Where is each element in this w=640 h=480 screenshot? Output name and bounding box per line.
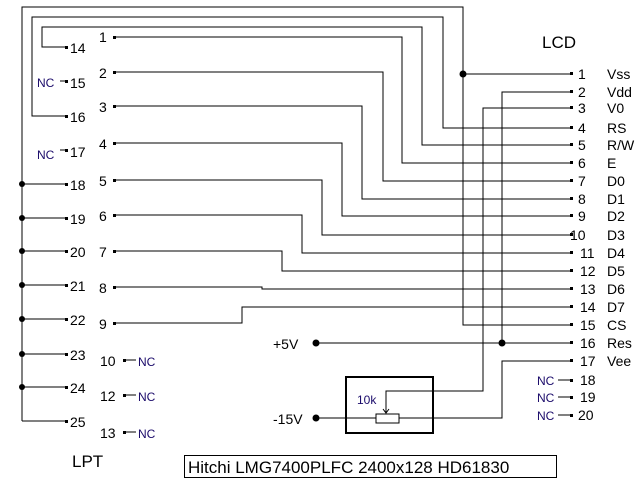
lcd-pin-num: 6: [578, 155, 586, 171]
lcd-pin-name: D3: [607, 227, 625, 243]
lpt-pin-num: 21: [70, 278, 86, 294]
lpt-pin-num: 15: [70, 75, 86, 91]
lpt-pin-num: 22: [70, 312, 86, 328]
lcd-pin-name: D7: [607, 299, 625, 315]
lpt-pin-num: 4: [99, 136, 107, 152]
lcd-pin-name: D6: [607, 281, 625, 297]
lpt-pin-num: 9: [99, 316, 107, 332]
lcd-pin-num: 4: [578, 120, 586, 136]
lcd-pin-name: Vdd: [607, 84, 632, 100]
lcd-pin-name: D0: [607, 173, 625, 189]
lcd-pin-num: 15: [580, 317, 596, 333]
lcd-title: LCD: [542, 33, 576, 52]
nc-label: NC: [37, 76, 55, 90]
nc-label: NC: [537, 374, 555, 388]
lcd-pin-num: 14: [580, 299, 596, 315]
minus15v-terminal: [312, 414, 320, 422]
lcd-pin-name: D5: [607, 263, 625, 279]
pot-value: 10k: [357, 393, 377, 407]
lcd-pin-name: RS: [607, 120, 626, 136]
lpt-pin-num: 2: [99, 65, 107, 81]
lcd-pin-num: 17: [580, 353, 596, 369]
lcd-pin-num: 2: [578, 84, 586, 100]
lcd-pin-name: R/W: [607, 137, 635, 153]
lcd-pin-num: 13: [580, 281, 596, 297]
lpt-pin-num: 16: [70, 109, 86, 125]
caption: Hitchi LMG7400PLFC 2400x128 HD61830: [188, 458, 509, 477]
lcd-pin-name: D1: [607, 191, 625, 207]
nc-label: NC: [138, 390, 156, 404]
caption-box: Hitchi LMG7400PLFC 2400x128 HD61830: [184, 455, 557, 478]
lcd-pin-num: 11: [580, 245, 595, 261]
lcd-pin-num: 9: [578, 208, 586, 224]
lcd-pin-num: 16: [580, 335, 596, 351]
lcd-pin-name: Vee: [607, 353, 631, 369]
lcd-pin-num: 8: [578, 191, 586, 207]
lpt-pin-num: 14: [70, 40, 86, 56]
junctions: [19, 70, 506, 422]
potentiometer: 10k: [345, 376, 434, 434]
lcd-pin-name: D2: [607, 208, 625, 224]
lcd-pin-name: Res: [607, 335, 632, 351]
lpt-title: LPT: [72, 452, 103, 471]
lpt-pin-num: 17: [70, 144, 86, 160]
lcd-pin-num: 12: [580, 263, 596, 279]
lcd-pin-num: 1: [578, 66, 586, 82]
nc-label: NC: [37, 148, 55, 162]
nc-label: NC: [537, 409, 555, 423]
minus15v-label: -15V: [273, 411, 303, 427]
lcd-pin-num: 5: [578, 137, 586, 153]
lpt-pin-num: 18: [70, 177, 86, 193]
lcd-pin-num: 3: [578, 100, 586, 116]
lpt-pin-num: 13: [100, 425, 116, 441]
lpt-pin-num: 20: [70, 244, 86, 260]
lpt-pin-num: 25: [70, 414, 86, 430]
lcd-pin-num: 10: [570, 227, 586, 243]
lpt-pin-num: 6: [99, 208, 107, 224]
lpt-pin-num: 19: [70, 211, 86, 227]
nc-label: NC: [138, 427, 156, 441]
lpt-pin-num: 7: [99, 244, 107, 260]
nc-label: NC: [138, 355, 156, 369]
lcd-pin-name: E: [607, 155, 616, 171]
lcd-pin-num: 7: [578, 173, 586, 189]
lcd-pin-num: 20: [578, 407, 594, 423]
lcd-pin-name: Vss: [607, 66, 630, 82]
lpt-pin-num: 24: [70, 380, 86, 396]
lpt-pin-num: 3: [99, 99, 107, 115]
lcd-pin-num: 19: [580, 389, 596, 405]
lcd-pin-name: V0: [607, 100, 624, 116]
lpt-pin-num: 23: [70, 347, 86, 363]
lpt-pin-num: 8: [99, 280, 107, 296]
lpt-left-pins: 14 NC 15 16 NC 17 18 19 20 21 22 23 24 25: [37, 40, 86, 430]
lpt-pin-num: 10: [100, 353, 116, 369]
nc-label: NC: [537, 391, 555, 405]
lcd-pin-num: 18: [580, 372, 596, 388]
lcd-pin-name: D4: [607, 245, 625, 261]
lcd-pin-name: CS: [607, 317, 626, 333]
plus5v-label: +5V: [273, 336, 299, 352]
lpt-pin-num: 1: [99, 29, 107, 45]
lpt-pin-num: 12: [100, 388, 116, 404]
plus5v-terminal: [312, 339, 320, 347]
lpt-pin-num: 5: [99, 173, 107, 189]
lcd-pins: 1 Vss 2 Vdd 3 V0 4 RS 5 R/W 6 E 7 D0 8 D1 9 D2 10…: [537, 66, 635, 423]
